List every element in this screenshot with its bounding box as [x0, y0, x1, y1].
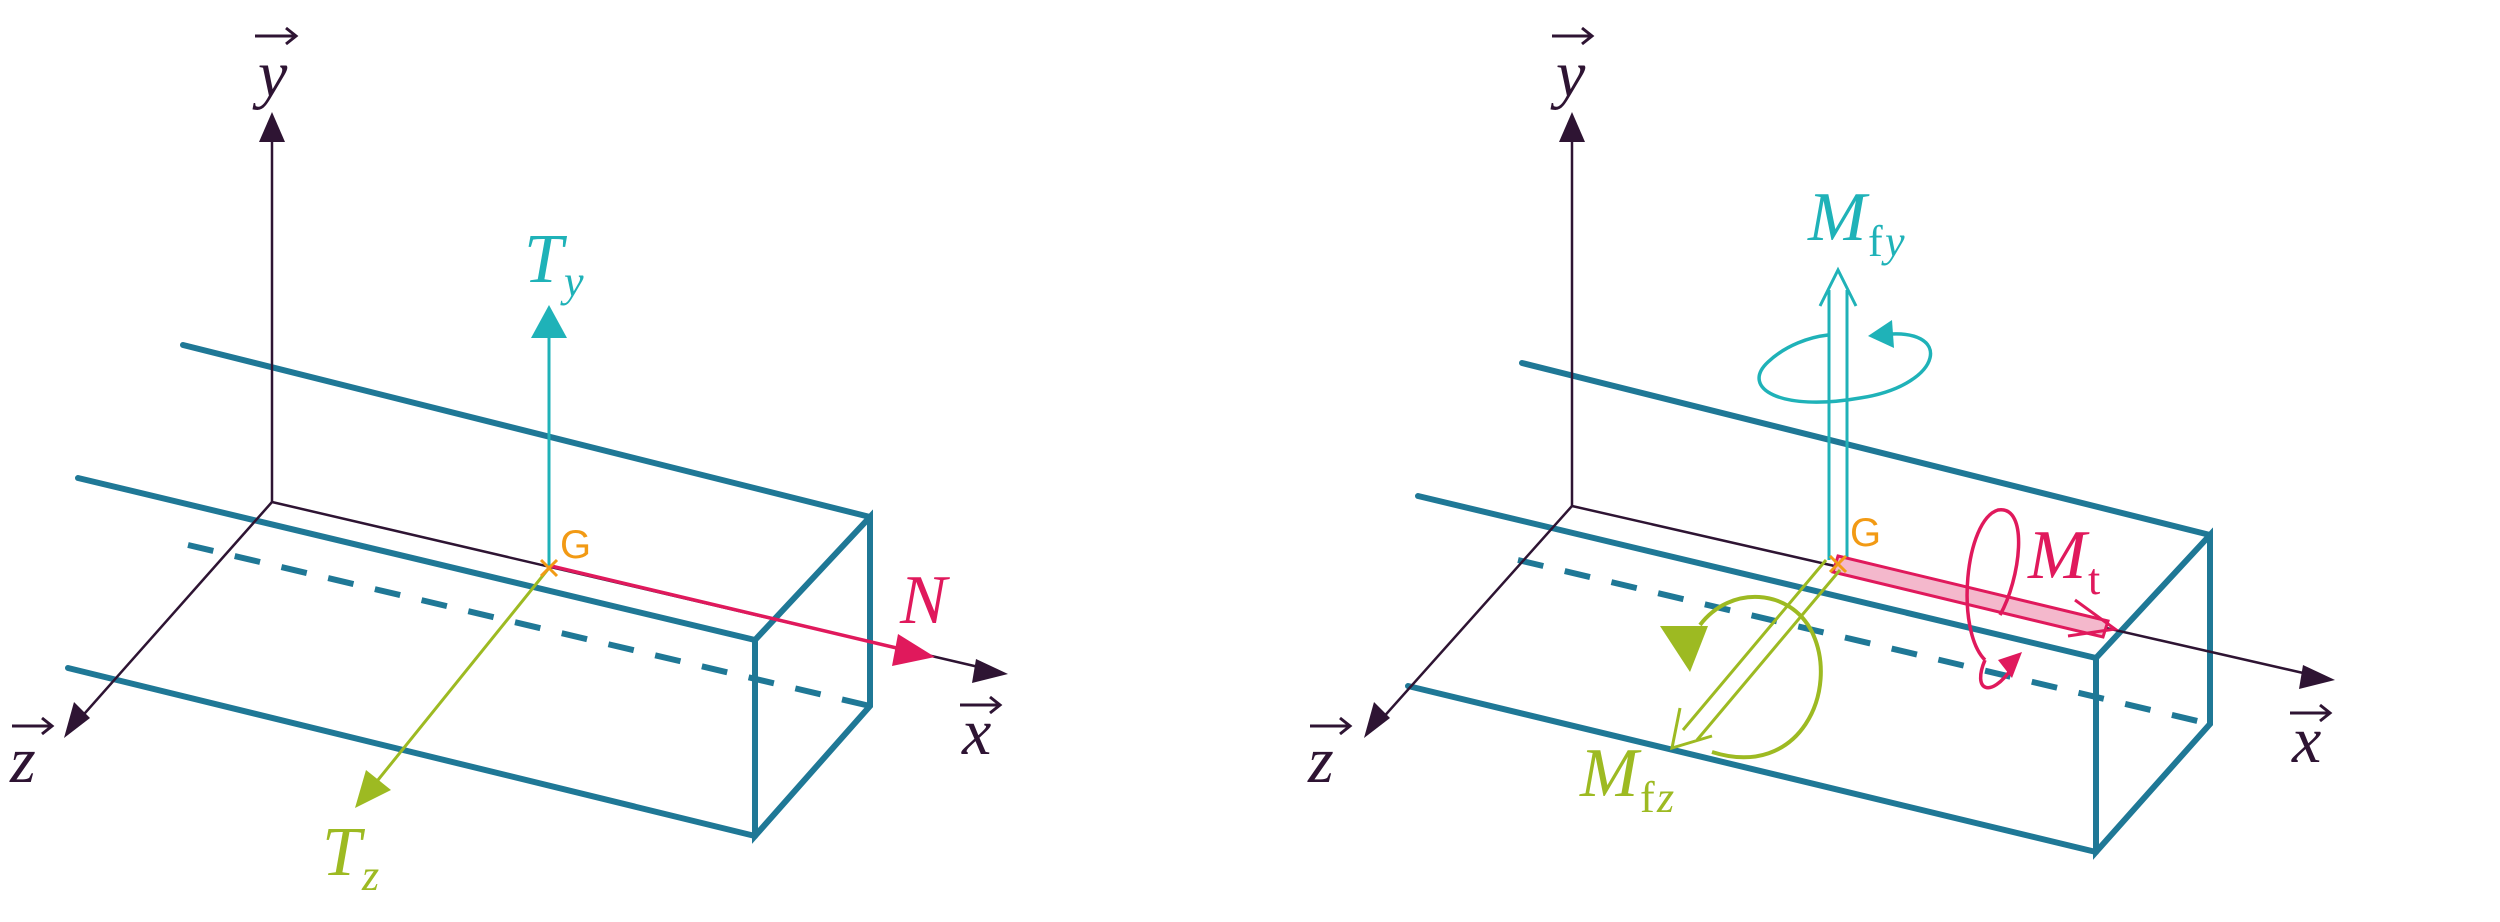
- left-n-arrowhead: [892, 634, 935, 666]
- left-n-vector: [550, 564, 906, 652]
- right-panel: G y x z M f y M t M f z: [1307, 26, 2335, 860]
- left-n-label: N: [899, 562, 950, 639]
- svg-text:M: M: [2027, 517, 2090, 594]
- left-x-axis-label: x: [960, 695, 1003, 769]
- left-beam: [65, 342, 873, 844]
- left-centroid-marker: [539, 558, 559, 578]
- right-mfy-label: M f y: [1807, 179, 1905, 266]
- svg-text:M: M: [1807, 179, 1870, 256]
- right-z-axis-label: z: [1307, 716, 1353, 797]
- left-tz-label: T z: [322, 814, 379, 900]
- svg-text:x: x: [2291, 704, 2321, 777]
- right-z-vector-arrow-icon: [1310, 716, 1353, 736]
- right-beam-end-face: [2093, 527, 2213, 860]
- svg-text:z: z: [361, 851, 379, 900]
- left-beam-top-front-edge: [75, 475, 758, 643]
- left-tz-arrowhead: [355, 770, 391, 808]
- right-x-axis-arrowhead: [2299, 665, 2335, 689]
- right-mfz-double-arrow: [1670, 559, 1842, 751]
- right-beam-top-back-edge: [1519, 360, 2213, 538]
- right-z-axis: [1371, 505, 1573, 731]
- left-beam-bottom-front-edge: [65, 665, 758, 839]
- right-mfz-rotation-icon: [1660, 594, 1823, 760]
- left-x-vector-arrow-icon: [960, 695, 1003, 715]
- right-mfy-rotation-icon: [1757, 320, 1933, 404]
- left-beam-end-face: [752, 509, 873, 844]
- svg-text:x: x: [961, 696, 991, 769]
- right-mt-rotation-icon: [1965, 508, 2022, 690]
- svg-text:t: t: [2088, 555, 2100, 604]
- svg-text:y: y: [560, 257, 584, 306]
- left-ty-label: T y: [524, 221, 584, 306]
- svg-text:y: y: [1881, 217, 1905, 266]
- svg-text:M: M: [1579, 735, 1642, 812]
- right-y-axis-arrowhead: [1559, 112, 1585, 142]
- svg-text:T: T: [322, 814, 366, 891]
- right-x-axis-label: x: [2290, 703, 2333, 777]
- left-x-axis-arrowhead: [972, 659, 1008, 683]
- svg-text:z: z: [1656, 773, 1674, 822]
- svg-text:f: f: [1640, 773, 1655, 822]
- svg-text:y: y: [1550, 38, 1586, 111]
- right-x-vector-arrow-icon: [2290, 703, 2333, 723]
- right-y-axis-label: y: [1550, 26, 1595, 111]
- svg-text:z: z: [1307, 724, 1334, 797]
- left-panel: G y x z N T y T z: [9, 26, 1008, 900]
- right-beam: [1405, 360, 2213, 860]
- right-beam-bottom-back-edge-dashed: [1517, 557, 2211, 727]
- left-tz-vector: [376, 567, 551, 781]
- left-z-axis: [69, 501, 273, 731]
- left-y-axis-arrowhead: [259, 112, 285, 142]
- right-mt-label: M t: [2027, 517, 2100, 604]
- left-ty-arrowhead: [531, 305, 567, 338]
- svg-text:y: y: [252, 38, 288, 111]
- left-y-vector-arrow-icon: [255, 26, 299, 46]
- left-z-axis-label: z: [9, 716, 55, 797]
- right-centroid-marker: [1828, 554, 1848, 574]
- right-centroid-label: G: [1850, 511, 1881, 555]
- right-z-axis-arrowhead: [1364, 702, 1390, 738]
- left-beam-top-back-edge: [180, 342, 873, 520]
- left-z-vector-arrow-icon: [12, 716, 55, 736]
- right-mfz-label: M f z: [1579, 735, 1674, 822]
- right-mfy-double-arrow: [1818, 266, 1858, 560]
- right-beam-top-front-edge: [1415, 493, 2099, 661]
- left-centroid-label: G: [560, 523, 591, 567]
- svg-text:T: T: [524, 221, 568, 298]
- left-z-axis-arrowhead: [64, 702, 90, 738]
- left-y-axis-label: y: [252, 26, 299, 111]
- svg-text:z: z: [9, 724, 36, 797]
- svg-text:f: f: [1868, 217, 1883, 266]
- right-beam-bottom-front-edge: [1405, 683, 2099, 855]
- right-y-vector-arrow-icon: [1552, 26, 1595, 46]
